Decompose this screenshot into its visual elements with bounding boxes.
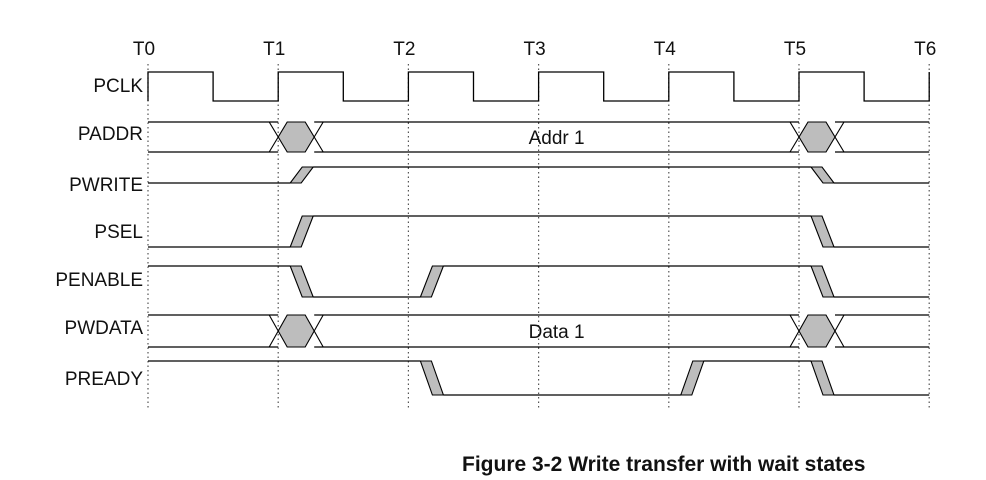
signal-label-pclk: PCLK (93, 76, 143, 97)
time-label-t0: T0 (133, 39, 155, 60)
time-label-t1: T1 (263, 39, 285, 60)
waveform-psel-edge-1 (810, 215, 835, 248)
figure-caption: Figure 3-2 Write transfer with wait stat… (462, 453, 866, 476)
waveform-penable-edge-2 (810, 265, 835, 298)
waveform-pclk (147, 71, 930, 102)
waveform-penable (148, 265, 930, 298)
signal-label-paddr: PADDR (78, 124, 143, 145)
signal-label-psel: PSEL (94, 222, 143, 243)
waveform-psel-edge-0 (289, 215, 315, 248)
signal-label-pwdata: PWDATA (65, 318, 144, 339)
waveform-paddr-cross-0 (268, 121, 324, 153)
waveform-pwrite-edge-0 (289, 166, 315, 184)
waveform-pwrite (148, 166, 930, 184)
time-label-t6: T6 (914, 39, 936, 60)
waveform-paddr-transition-0 (277, 121, 315, 153)
signal-label-pwrite: PWRITE (69, 175, 143, 196)
waveform-paddr-cross-1 (789, 121, 845, 153)
waveform-penable-edge-0 (289, 265, 315, 298)
time-label-t4: T4 (654, 39, 677, 60)
waveform-pwdata-cross-1 (789, 314, 845, 348)
waveform-pwdata-transition-0 (277, 314, 315, 348)
waveform-paddr-transition-1 (798, 121, 836, 153)
bus-value-pwdata: Data 1 (529, 322, 585, 343)
waveform-psel (148, 215, 930, 248)
waveform-pready-edge-0 (419, 360, 445, 396)
signal-label-pready: PREADY (65, 369, 143, 390)
time-label-t2: T2 (393, 39, 415, 60)
waveform-pready-edge-1 (680, 360, 705, 396)
waveform-pwdata-transition-1 (798, 314, 836, 348)
waveform-pready (148, 360, 930, 396)
signal-label-penable: PENABLE (55, 270, 143, 291)
bus-value-paddr: Addr 1 (529, 128, 585, 149)
waveform-pwrite-edge-1 (809, 166, 836, 184)
waveform-pwdata-cross-0 (268, 314, 324, 348)
time-label-t3: T3 (524, 39, 546, 60)
waveform-pready-edge-2 (810, 360, 835, 396)
waveform-penable-edge-1 (419, 265, 445, 298)
time-label-t5: T5 (784, 39, 806, 60)
